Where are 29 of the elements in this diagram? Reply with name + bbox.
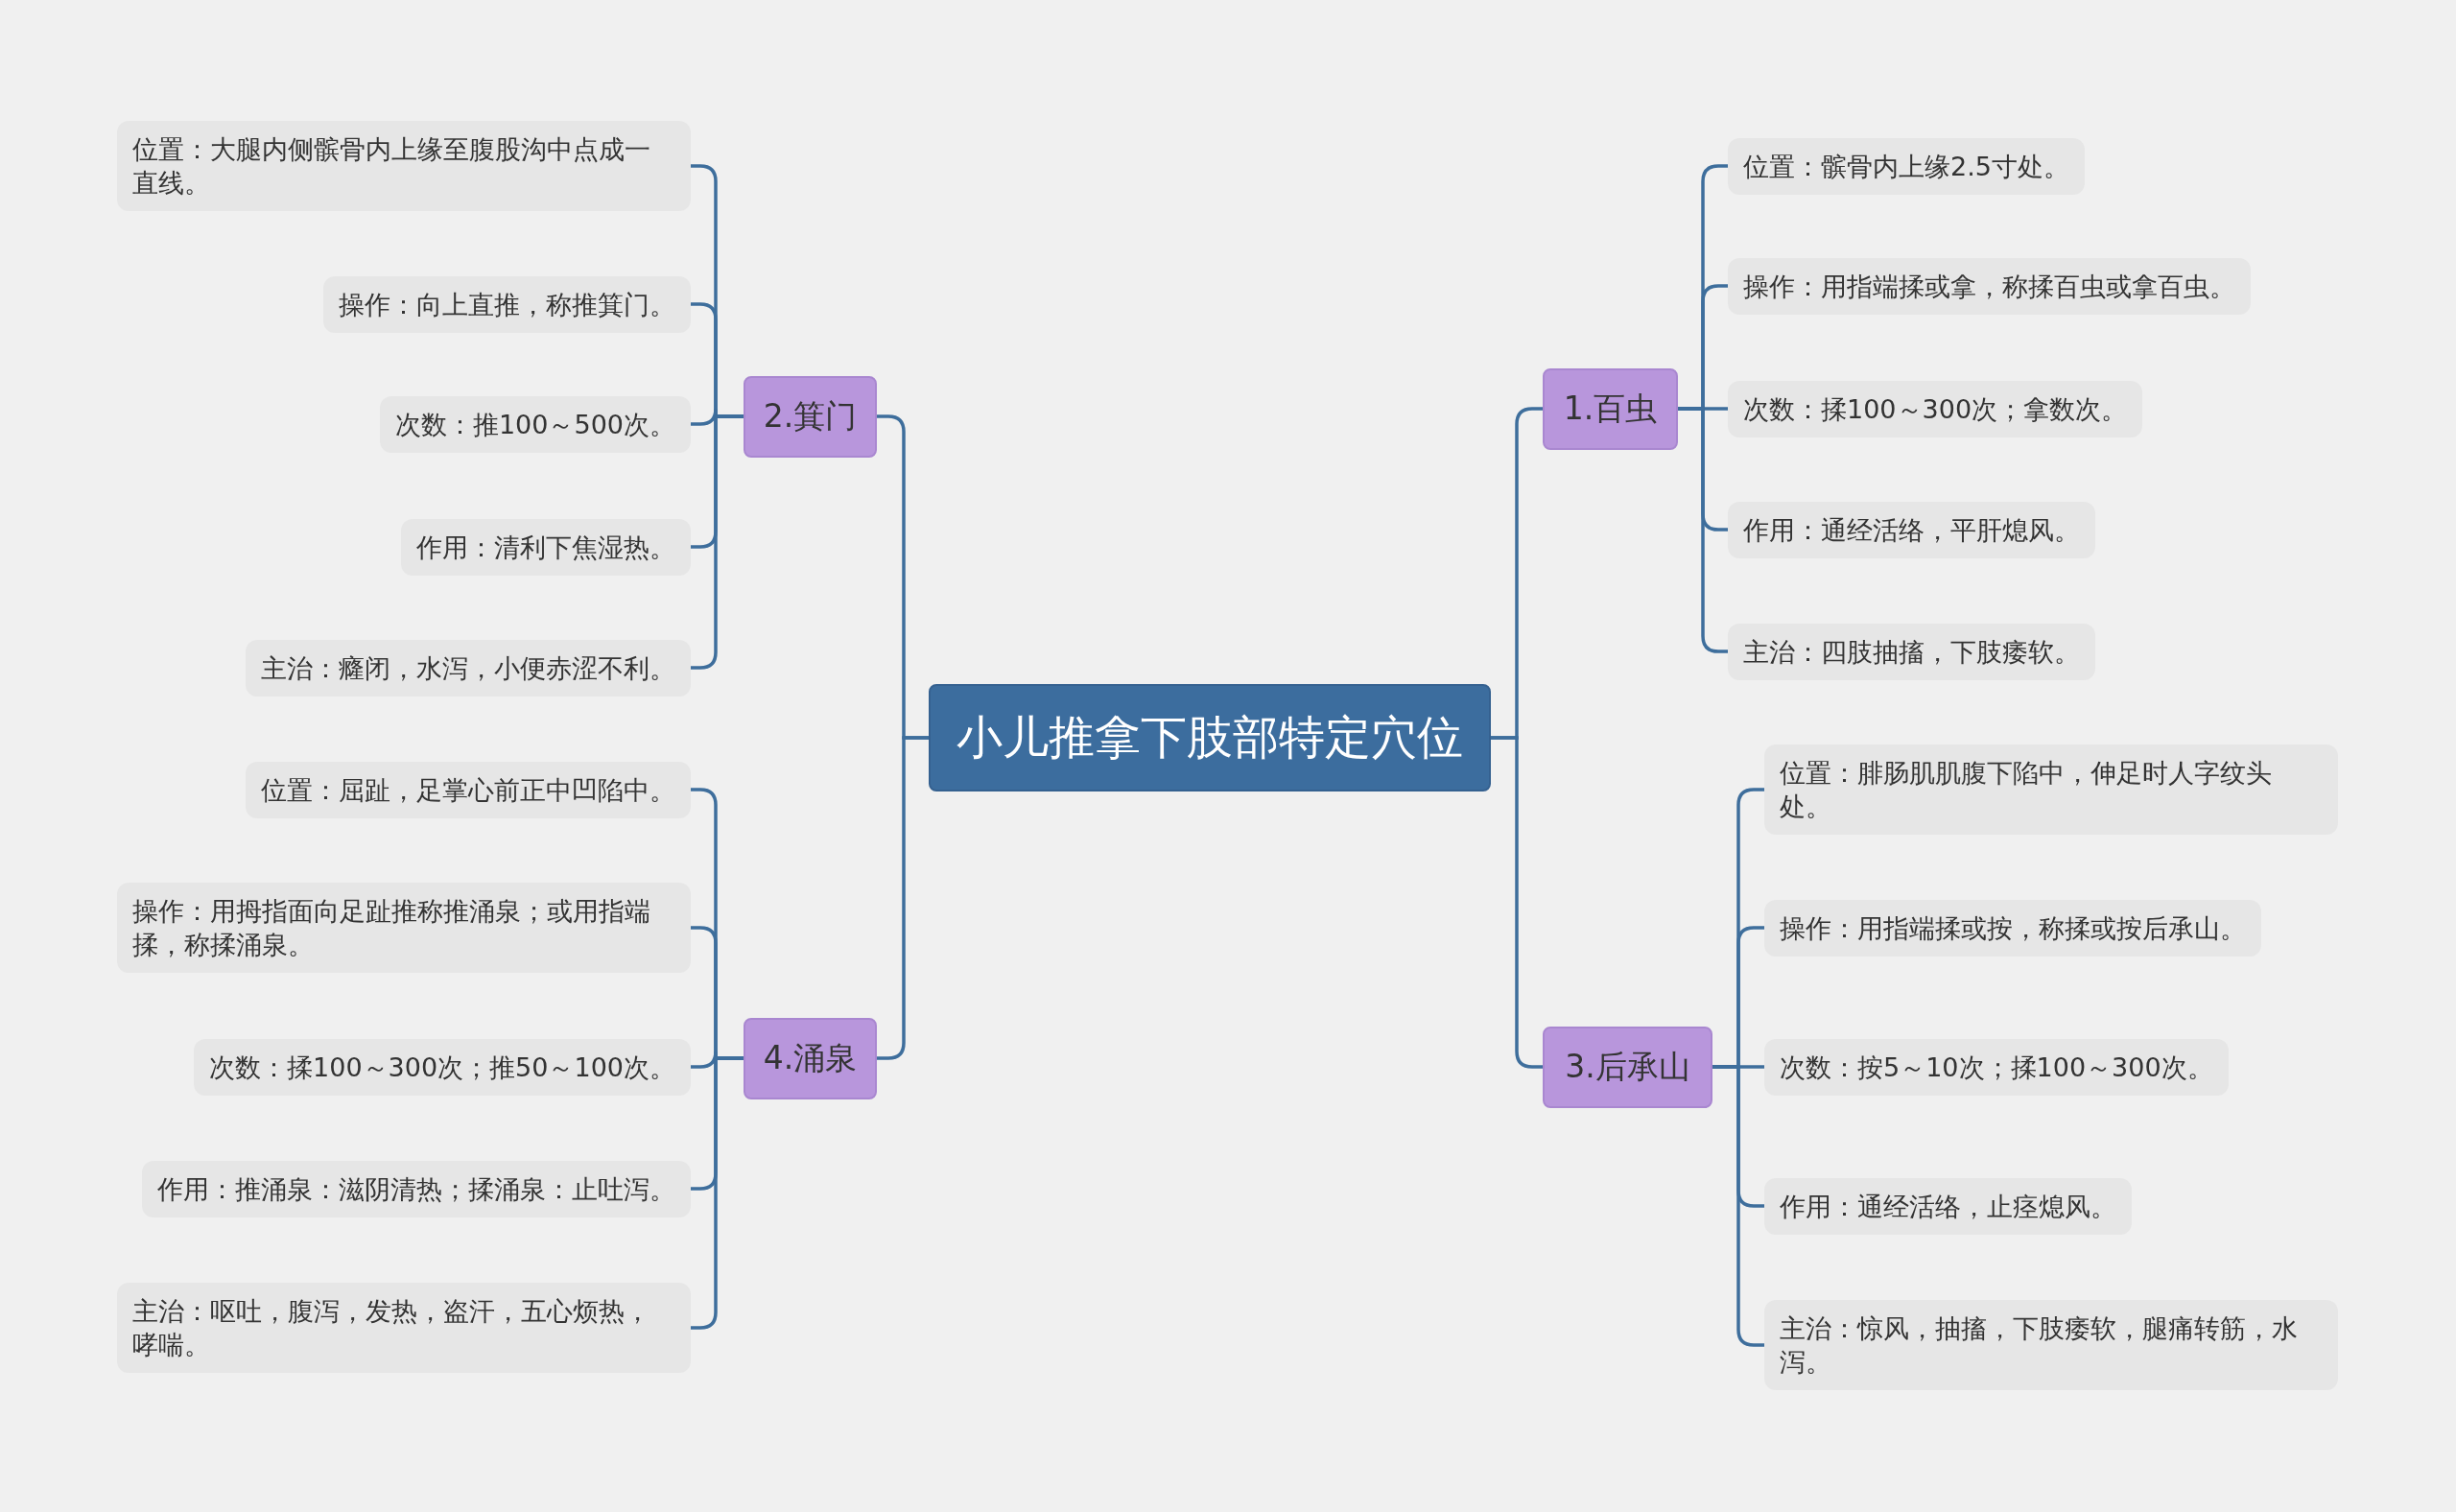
subtopic-card: 位置：腓肠肌肌腹下陷中，伸足时人字纹头处。 <box>1764 744 2338 836</box>
connector-line <box>1678 407 1728 653</box>
branch-topic: 2.箕门 <box>744 375 877 458</box>
subtopic-card: 主治：呕吐，腹泻，发热，盗汗，五心烦热，哮喘。 <box>117 1283 691 1374</box>
central-topic: 小儿推拿下肢部特定穴位 <box>929 684 1491 791</box>
subtopic-card: 主治：四肢抽搐，下肢痿软。 <box>1728 623 2095 680</box>
branch-topic: 1.百虫 <box>1543 367 1678 450</box>
subtopic-card: 主治：癃闭，水泻，小便赤涩不利。 <box>246 639 691 697</box>
connector-line <box>1491 736 1543 1069</box>
subtopic-card: 次数：按5～10次；揉100～300次。 <box>1764 1038 2229 1096</box>
subtopic-card: 操作：用指端揉或拿，称揉百虫或拿百虫。 <box>1728 257 2251 315</box>
subtopic-card: 操作：向上直推，称推箕门。 <box>323 275 691 333</box>
subtopic-card: 作用：清利下焦湿热。 <box>401 518 691 576</box>
subtopic-card: 次数：揉100～300次；推50～100次。 <box>194 1038 691 1096</box>
subtopic-card: 位置：大腿内侧髌骨内上缘至腹股沟中点成一直线。 <box>117 121 691 212</box>
branch-topic: 3.后承山 <box>1543 1026 1712 1108</box>
subtopic-card: 主治：惊风，抽搐，下肢痿软，腿痛转筋，水泻。 <box>1764 1300 2338 1391</box>
branch-topic: 4.涌泉 <box>744 1017 877 1099</box>
subtopic-card: 操作：用拇指面向足趾推称推涌泉；或用指端揉，称揉涌泉。 <box>117 883 691 974</box>
connector-line <box>691 414 744 670</box>
subtopic-card: 作用：通经活络，平肝熄风。 <box>1728 501 2095 558</box>
subtopic-card: 操作：用指端揉或按，称揉或按后承山。 <box>1764 899 2261 957</box>
subtopic-card: 次数：推100～500次。 <box>379 395 691 453</box>
subtopic-card: 位置：屈趾，足掌心前正中凹陷中。 <box>246 761 691 818</box>
connector-line <box>691 1056 744 1330</box>
subtopic-card: 位置：髌骨内上缘2.5寸处。 <box>1728 137 2085 195</box>
subtopic-card: 作用：通经活络，止痉熄风。 <box>1764 1177 2132 1235</box>
subtopic-card: 作用：推涌泉：滋阴清热；揉涌泉：止吐泻。 <box>142 1160 691 1217</box>
subtopic-card: 次数：揉100～300次；拿数次。 <box>1728 380 2143 437</box>
